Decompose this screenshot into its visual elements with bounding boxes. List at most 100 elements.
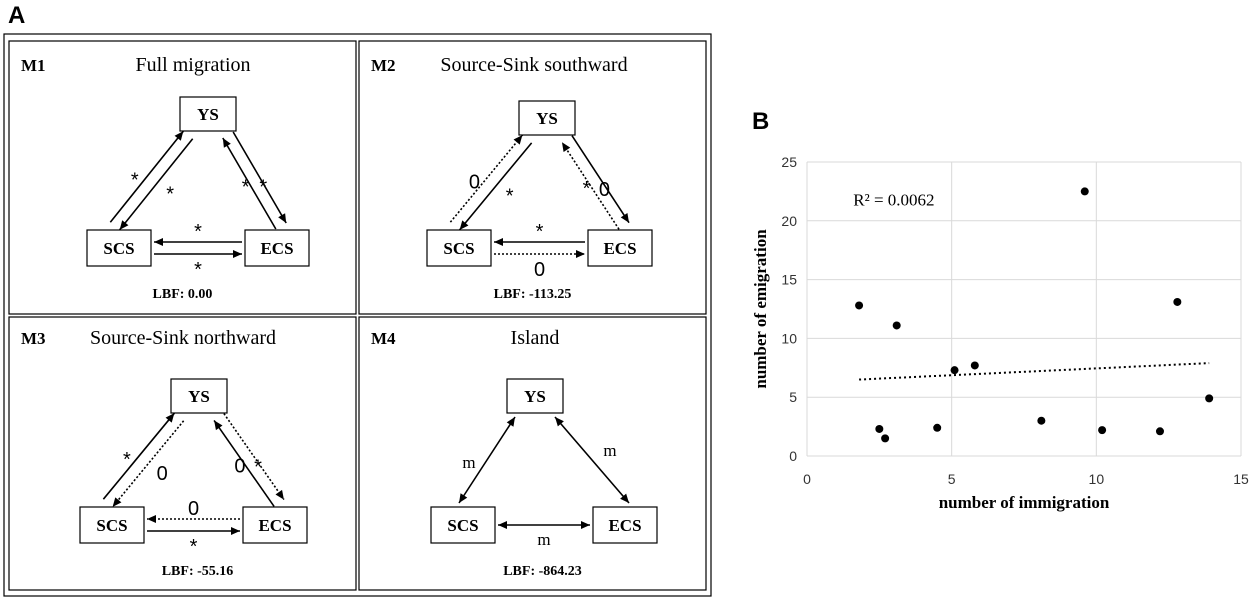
migration-arrow-right-up: [222, 137, 277, 230]
panel-b-letter: B: [752, 108, 770, 135]
rate-label: *: [131, 170, 139, 192]
model-frame: [358, 316, 707, 591]
node-scs-box: [79, 506, 145, 544]
migration-arrow-right-both: [554, 416, 630, 504]
migration-arrow-right-up-head: [561, 142, 571, 153]
migration-arrow-left-up: [109, 130, 184, 223]
model-frame: [8, 316, 357, 591]
y-tick-label: 10: [781, 330, 797, 346]
migration-arrow-right-down: [571, 135, 630, 224]
rate-label: *: [190, 536, 198, 558]
migration-arrow-bottom-both-tail-head: [498, 521, 507, 529]
node-scs-label: SCS: [96, 516, 127, 535]
y-tick-label: 15: [781, 272, 797, 288]
migration-arrow-left-down-head: [459, 220, 469, 230]
migration-arrow-left-down-head: [119, 220, 129, 230]
x-tick-label: 5: [948, 471, 956, 487]
lbf-value: LBF: -864.23: [503, 564, 582, 579]
rate-label: *: [259, 177, 267, 199]
x-axis-label: number of immigration: [939, 493, 1110, 512]
migration-arrow-bottom-both-head: [581, 521, 590, 529]
migration-arrow-left-up: [102, 412, 175, 500]
rate-label: *: [194, 221, 202, 243]
scatter-point: [950, 366, 959, 375]
migration-arrow-left-both: [458, 416, 516, 504]
trendline: [859, 362, 1210, 381]
y-tick-label: 25: [781, 154, 797, 170]
rate-label: 0: [188, 498, 199, 520]
x-tick-label: 10: [1089, 471, 1105, 487]
scatter-point: [970, 361, 979, 370]
node-scs-label: SCS: [443, 239, 474, 258]
rate-label: 0: [469, 172, 480, 194]
node-ys-label: YS: [524, 387, 546, 406]
model-frame: [358, 40, 707, 315]
rate-label: *: [583, 178, 591, 200]
model-title: Island: [511, 327, 560, 349]
node-ecs-label: ECS: [608, 516, 641, 535]
node-ecs-box: [242, 506, 308, 544]
migration-arrow-left-both-head: [506, 417, 515, 427]
node-ecs-box: [592, 506, 658, 544]
rate-label: *: [123, 449, 131, 471]
node-scs-box: [86, 229, 152, 267]
rate-label: 0: [534, 259, 545, 281]
node-scs-box: [426, 229, 492, 267]
rate-label: 0: [157, 463, 168, 485]
model-id: M4: [371, 329, 396, 348]
migration-arrow-left-up-head: [165, 413, 175, 423]
node-ys-label: YS: [197, 105, 219, 124]
migration-arrow-left-down-head: [112, 497, 122, 507]
migration-arrow-right-down-head: [275, 489, 284, 500]
model-id: M3: [21, 329, 46, 348]
migration-arrow-left-up: [449, 134, 523, 223]
rate-label: *: [254, 456, 262, 478]
model-title: Source-Sink northward: [90, 327, 276, 349]
migration-arrow-bottom-to-left-head: [494, 238, 503, 246]
node-ecs-label: ECS: [603, 239, 636, 258]
scatter-point: [875, 424, 884, 433]
migration-arrow-right-both-head: [555, 417, 564, 427]
model-id: M1: [21, 56, 46, 75]
node-scs-label: SCS: [103, 239, 134, 258]
model-id: M2: [371, 56, 396, 75]
node-ecs-box: [244, 229, 310, 267]
model-frame: [8, 40, 357, 315]
scatter-point: [1173, 297, 1182, 306]
rate-label: 0: [234, 456, 245, 478]
migration-arrow-bottom-to-right-head: [233, 250, 242, 258]
x-tick-label: 0: [803, 471, 811, 487]
lbf-value: LBF: 0.00: [153, 287, 213, 302]
rate-label: *: [506, 185, 514, 207]
migration-arrow-right-up: [213, 419, 275, 507]
migration-arrow-bottom-to-right-head: [231, 527, 240, 535]
scatter-point: [1155, 427, 1164, 436]
node-ys-label: YS: [536, 109, 558, 128]
migration-arrow-left-down: [112, 420, 185, 508]
migration-arrow-right-down: [223, 413, 285, 501]
node-ecs-label: ECS: [260, 239, 293, 258]
node-ecs-label: ECS: [258, 516, 291, 535]
node-ecs-box: [587, 229, 653, 267]
migration-arrow-right-both-tail-head: [620, 493, 629, 503]
rate-label: m: [603, 441, 616, 460]
node-ys-box: [518, 100, 576, 136]
outer-frame: [3, 33, 712, 597]
lbf-value: LBF: -55.16: [162, 564, 234, 579]
node-scs-label: SCS: [447, 516, 478, 535]
rate-label: m: [462, 453, 475, 472]
migration-arrow-bottom-to-left-head: [147, 515, 156, 523]
scatter-point: [933, 423, 942, 432]
rate-label: m: [537, 530, 550, 549]
x-tick-label: 15: [1233, 471, 1249, 487]
scatter-point: [892, 321, 901, 330]
model-title: Source-Sink southward: [440, 54, 627, 76]
rate-label: *: [242, 176, 250, 198]
y-axis-label: number of emigration: [751, 229, 770, 389]
panel-a-letter: A: [8, 2, 26, 29]
scatter-point: [1037, 416, 1046, 425]
